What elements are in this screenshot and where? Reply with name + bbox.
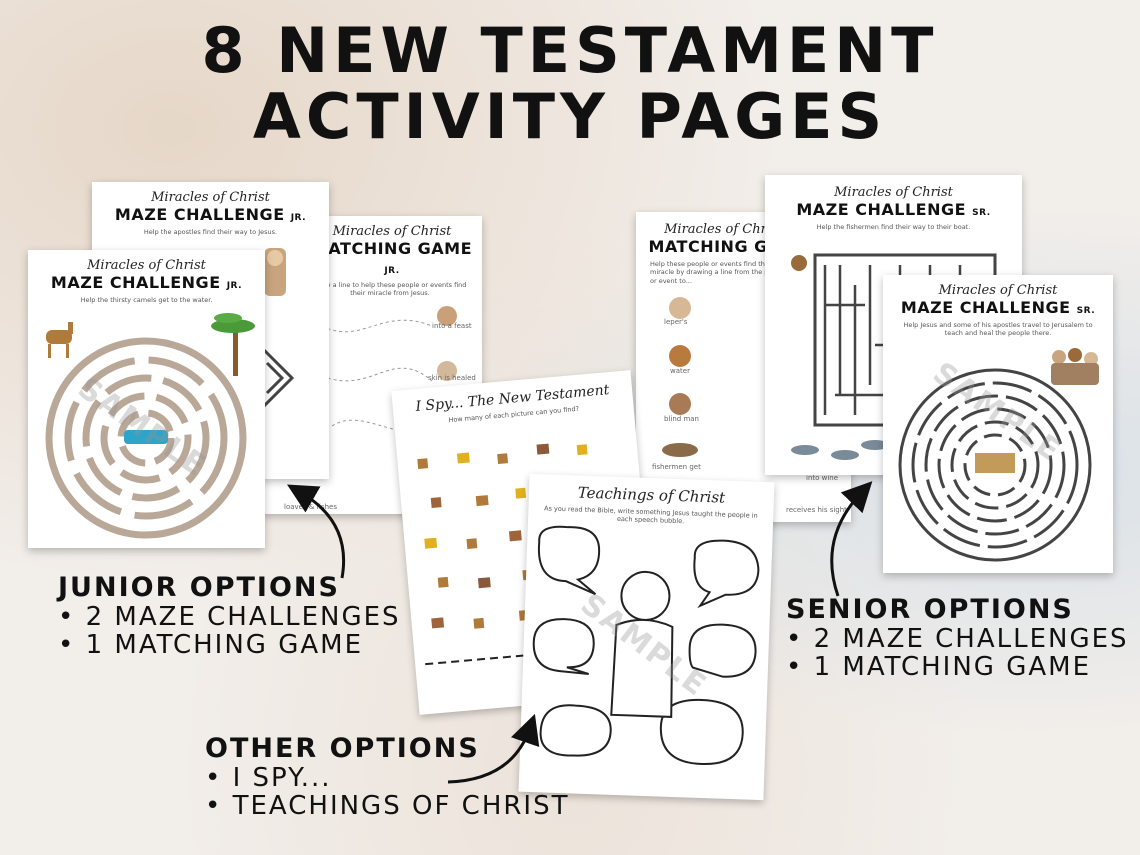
camel-maze <box>45 313 255 539</box>
sheet-script-title: Miracles of Christ <box>332 224 452 239</box>
sheet-script-title: Miracles of Christ <box>834 185 953 200</box>
city-icon <box>975 453 1015 473</box>
match-label: into wine <box>806 474 839 482</box>
matching-figures <box>662 297 698 457</box>
match-label: into a feast <box>432 322 472 330</box>
match-label: fishermen get <box>652 463 701 471</box>
match-label: receives his sight <box>786 506 847 514</box>
jesus-figure-icon <box>610 570 674 718</box>
speech-bubbles <box>532 525 760 766</box>
senior-option-item: • 2 MAZE CHALLENGES <box>786 624 1129 654</box>
sheet-main-title: MAZE CHALLENGE JR. <box>114 205 307 224</box>
sheet-main-title: MAZE CHALLENGE SR. <box>900 298 1096 317</box>
match-label: skin is healed <box>428 374 476 382</box>
sheet-instructions: Help the thirsty camels get to the water… <box>80 296 213 304</box>
page-title-line-2: ACTIVITY PAGES <box>252 80 888 153</box>
junior-option-item: • 1 MATCHING GAME <box>58 630 363 660</box>
palm-tree-icon <box>211 313 255 376</box>
sr-maze-sheet-front: Miracles of Christ MAZE CHALLENGE SR. He… <box>883 275 1113 573</box>
sheet-script-title: Miracles of Christ <box>938 283 1058 298</box>
sheet-instructions: Draw a line to help these people or even… <box>313 281 467 298</box>
sheet-instructions: Help these people or events find their m… <box>650 260 787 285</box>
other-option-item: • TEACHINGS OF CHRIST <box>205 791 570 821</box>
jr-maze-sheet-front: Miracles of Christ MAZE CHALLENGE JR. He… <box>28 250 265 548</box>
sheet-main-title: MAZE CHALLENGE JR. <box>50 273 243 292</box>
other-options-heading: OTHER OPTIONS <box>205 733 480 764</box>
sheet-script-title: Miracles of Christ <box>664 222 783 237</box>
apostles-icon <box>1051 348 1099 385</box>
oasis-icon <box>124 430 168 444</box>
page-title-line-1: 8 NEW TESTAMENT <box>201 14 939 87</box>
sheet-script-title: Miracles of Christ <box>87 258 206 273</box>
fish-icon <box>791 440 889 460</box>
sheet-instructions: Help the fishermen find their way to the… <box>816 223 971 231</box>
other-option-item: • I SPY... <box>205 763 332 793</box>
senior-options-heading: SENIOR OPTIONS <box>786 594 1074 625</box>
camel-icon <box>46 322 73 358</box>
junior-options-heading: JUNIOR OPTIONS <box>58 572 340 603</box>
match-label: leper's <box>664 318 688 326</box>
teachings-sheet: Teachings of Christ As you read the Bibl… <box>518 473 775 801</box>
jerusalem-maze <box>898 348 1099 562</box>
sheet-main-title: MATCHING GAME JR. <box>311 239 473 276</box>
senior-option-item: • 1 MATCHING GAME <box>786 652 1091 682</box>
match-label: blind man <box>664 415 699 423</box>
sheet-main-title: MAZE CHALLENGE SR. <box>796 200 991 219</box>
match-label: water <box>670 367 690 375</box>
junior-option-item: • 2 MAZE CHALLENGES <box>58 602 401 632</box>
match-label: loaves & fishes <box>284 503 337 511</box>
sheet-instructions: Help the apostles find their way to Jesu… <box>143 228 278 236</box>
sheet-instructions: Help Jesus and some of his apostles trav… <box>903 321 1093 338</box>
sheet-script-title: Miracles of Christ <box>151 190 270 205</box>
